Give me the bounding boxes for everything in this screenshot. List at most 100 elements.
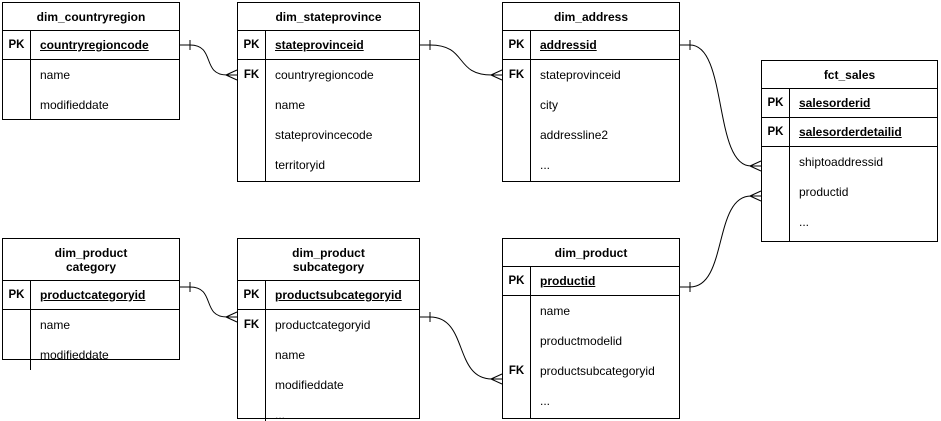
attribute-row[interactable]: ... xyxy=(275,408,286,421)
key-field-name: productsubcategoryid xyxy=(275,288,402,302)
key-badge: PK xyxy=(238,31,266,59)
attribute-row[interactable]: name xyxy=(275,348,306,362)
attribute-key-empty xyxy=(503,150,530,180)
attribute-key-empty xyxy=(238,340,265,370)
key-row[interactable]: PK salesorderid xyxy=(762,89,937,118)
key-badge: PK xyxy=(503,31,531,59)
attribute-row[interactable]: ... xyxy=(799,215,810,229)
key-field-name: productid xyxy=(540,274,596,288)
attribute-row[interactable]: stateprovinceid xyxy=(540,68,621,82)
attribute-row[interactable]: shiptoaddressid xyxy=(799,155,884,169)
crowsfoot-upper xyxy=(225,311,238,318)
attribute-row[interactable]: productsubcategoryid xyxy=(540,364,655,378)
attribute-key-column xyxy=(3,60,31,120)
attribute-row[interactable]: modifieddate xyxy=(275,378,344,392)
attribute-row[interactable]: city xyxy=(540,98,558,112)
attribute-row[interactable]: modifieddate xyxy=(40,348,109,362)
entity-title: dim_stateprovince xyxy=(238,3,419,31)
key-badge: PK xyxy=(503,267,531,295)
attribute-key-empty xyxy=(238,90,265,120)
attribute-row[interactable]: productmodelid xyxy=(540,334,623,348)
attribute-name-column: name modifieddate xyxy=(31,60,179,120)
attribute-block: FK name productmodelid productsubcategoryid… xyxy=(503,296,679,418)
attribute-key-badge: FK xyxy=(243,319,260,331)
key-field-name: stateprovinceid xyxy=(275,38,364,52)
key-badge: PK xyxy=(3,281,31,309)
attribute-block: shiptoaddressid productid... xyxy=(762,147,937,241)
relationship-subcategory-to-product[interactable] xyxy=(420,312,503,385)
attribute-key-empty xyxy=(503,120,530,150)
relationship-countryregion-to-stateprovince[interactable] xyxy=(180,40,238,81)
attribute-key-badge: FK xyxy=(508,365,525,377)
key-row[interactable]: PK productid xyxy=(503,267,679,296)
relationship-line xyxy=(689,195,752,288)
crowsfoot-lower xyxy=(225,74,238,81)
attribute-key-empty xyxy=(762,147,789,177)
key-row[interactable]: PK salesorderdetailid xyxy=(762,118,937,147)
entity-title: dim_product subcategory xyxy=(238,239,419,281)
attribute-block: name modifieddate xyxy=(3,310,179,370)
relationship-line xyxy=(189,44,228,76)
attribute-key-empty xyxy=(503,386,530,416)
relationship-productcategory-to-subcategory[interactable] xyxy=(180,282,238,323)
relationship-product-to-sales[interactable] xyxy=(680,190,762,292)
entity-title: dim_address xyxy=(503,3,679,31)
attribute-key-badge: FK xyxy=(508,69,525,81)
attribute-row[interactable]: ... xyxy=(540,158,551,172)
attribute-key-empty xyxy=(3,340,30,370)
attribute-row[interactable]: name xyxy=(40,318,71,332)
attribute-row[interactable]: ... xyxy=(540,394,551,408)
relationship-line xyxy=(429,316,493,380)
attribute-row[interactable]: territoryid xyxy=(275,158,326,172)
crowsfoot-upper xyxy=(490,69,503,76)
attribute-row[interactable]: name xyxy=(540,304,571,318)
crowsfoot-lower xyxy=(490,378,503,385)
attribute-row[interactable]: name xyxy=(275,98,306,112)
attribute-key-column: FK xyxy=(238,310,266,421)
relationship-address-to-sales[interactable] xyxy=(680,40,762,172)
attribute-key-badge: FK xyxy=(243,69,260,81)
crowsfoot-lower xyxy=(749,165,762,172)
key-field-name: salesorderid xyxy=(799,96,871,110)
attribute-key-empty xyxy=(762,177,789,207)
relationship-stateprovince-to-address[interactable] xyxy=(420,40,503,81)
key-badge: PK xyxy=(762,118,790,146)
attribute-row[interactable]: countryregioncode xyxy=(275,68,374,82)
attribute-name-column: name productmodelid productsubcategoryid..… xyxy=(531,296,679,418)
key-badge: PK xyxy=(3,31,31,59)
key-row[interactable]: PK addressid xyxy=(503,31,679,60)
attribute-key-column: FK xyxy=(503,60,531,181)
attribute-key-empty xyxy=(238,150,265,180)
key-row[interactable]: PK stateprovinceid xyxy=(238,31,419,60)
key-field-name: salesorderdetailid xyxy=(799,125,902,139)
attribute-name-column: name modifieddate xyxy=(31,310,179,370)
attribute-row[interactable]: addressline2 xyxy=(540,128,609,142)
attribute-key-column: FK xyxy=(503,296,531,418)
attribute-key-empty xyxy=(238,370,265,400)
crowsfoot-lower xyxy=(490,74,503,81)
key-badge: PK xyxy=(762,89,790,117)
attribute-name-column: stateprovinceid city addressline2... xyxy=(531,60,679,181)
attribute-key-empty xyxy=(762,207,789,237)
key-field-name: addressid xyxy=(540,38,597,52)
attribute-row[interactable]: modifieddate xyxy=(40,98,109,112)
attribute-row[interactable]: name xyxy=(40,68,71,82)
attribute-key-column: FK xyxy=(238,60,266,181)
entity-title: dim_product category xyxy=(3,239,179,281)
attribute-block: FK countryregioncode name stateprovincecode… xyxy=(238,60,419,181)
attribute-row[interactable]: stateprovincecode xyxy=(275,128,373,142)
crowsfoot-lower xyxy=(749,195,762,202)
attribute-row[interactable]: productid xyxy=(799,185,849,199)
attribute-row[interactable]: productcategoryid xyxy=(275,318,371,332)
